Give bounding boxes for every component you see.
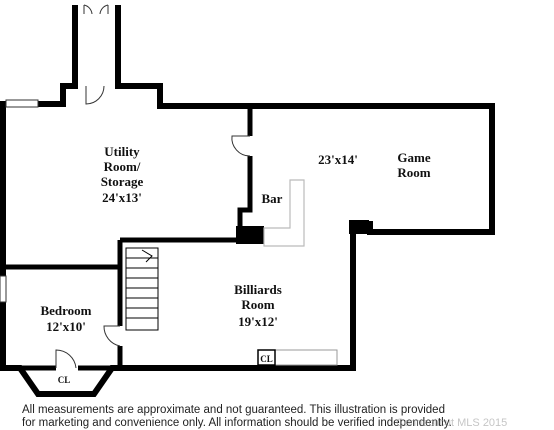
disclaimer-text: All measurements are approximate and not… <box>22 404 542 430</box>
bedroom-name: Bedroom <box>40 303 91 318</box>
utility-room-size: 24'x13' <box>102 190 142 205</box>
billiards-closet-label: CL <box>260 354 273 364</box>
closet-door <box>55 349 77 369</box>
game-wall-block <box>349 220 369 234</box>
bar-counter <box>263 179 305 247</box>
game-room-name-2: Room <box>397 165 430 180</box>
interior-walls <box>3 106 264 371</box>
billiards-room-name-1: Billiards <box>234 282 282 297</box>
utility-window <box>5 99 39 108</box>
bedroom-door <box>103 325 121 347</box>
utility-room-name-3: Storage <box>101 174 144 189</box>
game-room-name-1: Game <box>397 150 430 165</box>
billiards-room-name-2: Room <box>241 297 274 312</box>
door-swings <box>55 85 251 369</box>
utility-room-name-1: Utility <box>104 144 140 159</box>
windows <box>0 99 39 303</box>
billiards-built-in <box>274 349 338 366</box>
utility-entry-door <box>85 85 105 105</box>
closet-billiards-box <box>257 349 276 366</box>
stairs <box>125 247 159 331</box>
bar-name: Bar <box>262 191 283 206</box>
billiards-room-size: 19'x12' <box>238 314 278 329</box>
utility-game-wall-lower <box>237 156 253 238</box>
bedroom-size: 12'x10' <box>46 319 86 334</box>
disclaimer-line-2: for marketing and convenience only. All … <box>22 417 452 429</box>
exterior-wall <box>0 5 495 397</box>
game-room-size: 23'x14' <box>318 152 358 167</box>
utility-room-name-2: Room/ <box>104 159 141 174</box>
top-double-door <box>83 4 109 15</box>
disclaimer-line-1: All measurements are approximate and not… <box>22 404 445 416</box>
bar-wall-block <box>236 226 264 244</box>
bedroom-closet-label: CL <box>58 375 71 385</box>
watermark: Connecticut MLS 2015 <box>396 417 508 429</box>
outer-walls <box>0 5 495 397</box>
bedroom-window <box>0 275 7 303</box>
game-room-door <box>231 135 251 157</box>
